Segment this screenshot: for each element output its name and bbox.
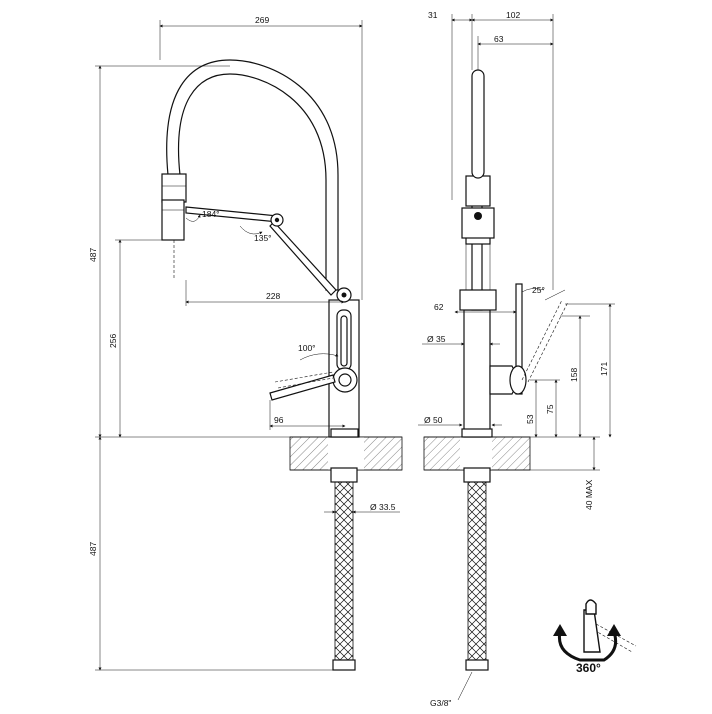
dim-228: 228 bbox=[266, 291, 280, 301]
dim-62: 62 bbox=[434, 302, 444, 312]
dim-diameter-33-5: Ø 33.5 bbox=[370, 502, 396, 512]
dim-102: 102 bbox=[506, 10, 520, 20]
angle-25-label: 25° bbox=[532, 285, 545, 295]
dim-487-lower: 487 bbox=[88, 542, 98, 556]
dim-40-max: 40 MAX bbox=[584, 479, 594, 510]
dim-269: 269 bbox=[255, 15, 269, 25]
rotation-360-label: 360° bbox=[576, 661, 601, 675]
dim-63: 63 bbox=[494, 34, 504, 44]
thread-g38-label: G3/8" bbox=[430, 698, 451, 708]
dim-31: 31 bbox=[428, 10, 438, 20]
braided-hose-front bbox=[334, 479, 354, 661]
side-view: 31 102 63 62 25° Ø 35 Ø 50 53 75 158 171 bbox=[418, 10, 615, 708]
rotation-360-icon: 360° bbox=[553, 599, 637, 675]
braided-hose-side bbox=[467, 479, 487, 661]
dim-96: 96 bbox=[274, 415, 284, 425]
dim-256: 256 bbox=[108, 334, 118, 348]
dim-171: 171 bbox=[599, 362, 609, 376]
dim-diameter-35: Ø 35 bbox=[427, 334, 446, 344]
dim-487-upper: 487 bbox=[88, 248, 98, 262]
dim-75: 75 bbox=[545, 404, 555, 414]
faucet-base-side bbox=[463, 309, 491, 438]
dim-53: 53 bbox=[525, 414, 535, 424]
dim-158: 158 bbox=[569, 368, 579, 382]
angle-135-label: 135° bbox=[254, 233, 272, 243]
dim-diameter-50: Ø 50 bbox=[424, 415, 443, 425]
angle-184-label: 184° bbox=[202, 209, 220, 219]
gooseneck-spout-front bbox=[166, 59, 339, 291]
front-view: 184° 135° 269 487 256 228 100° 96 bbox=[88, 15, 403, 671]
angle-100-label: 100° bbox=[298, 343, 316, 353]
